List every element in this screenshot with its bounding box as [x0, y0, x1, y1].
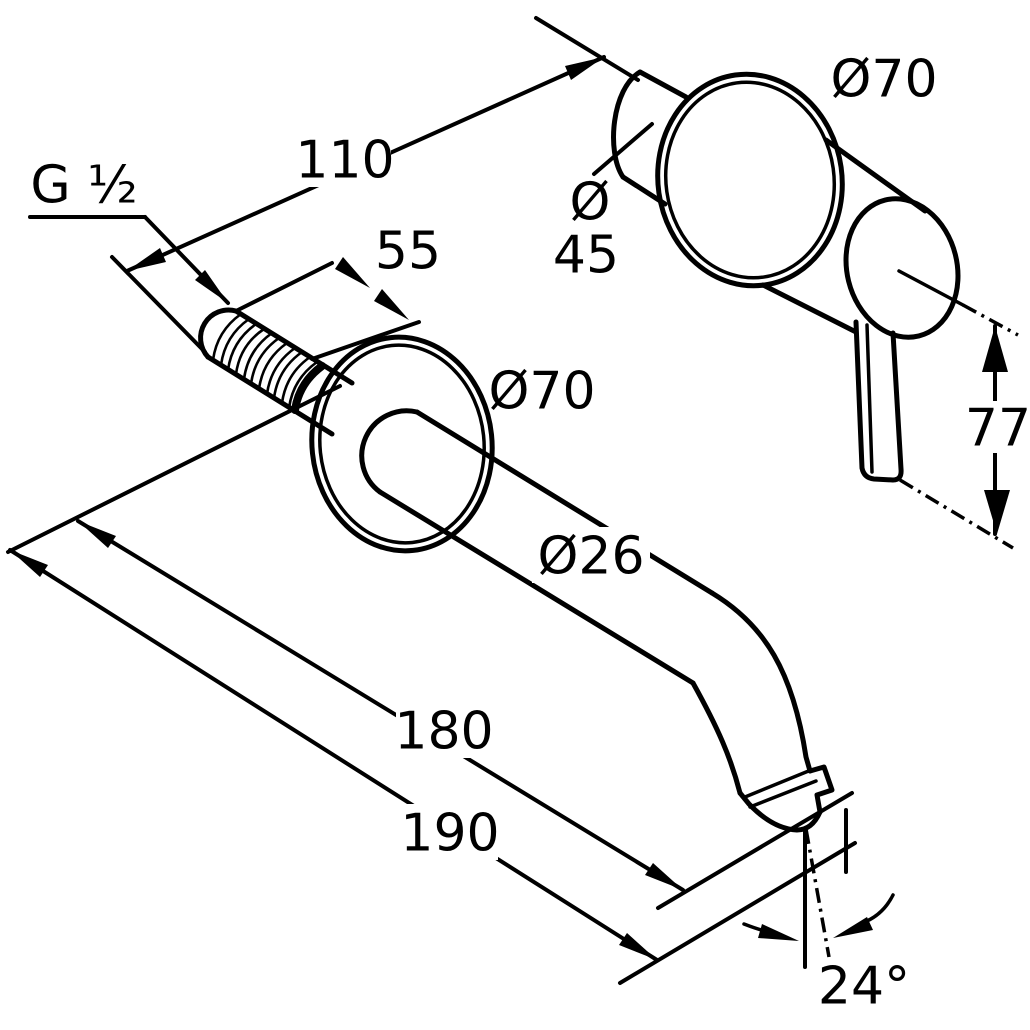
aerator-tip: [737, 764, 835, 833]
valve-body-top-edge: [637, 69, 689, 100]
label-angle-24: 24°: [818, 957, 910, 1017]
dimension-line-180: [76, 519, 685, 892]
handle-lever: [853, 319, 904, 483]
spout-escutcheon-rim: [318, 343, 486, 545]
valve-escutcheon-rim: [663, 80, 837, 280]
dia-label-70-spout: Ø70: [488, 362, 595, 422]
aerator-step: [807, 764, 835, 815]
dimension-graphics: [6, 16, 1014, 985]
arrowhead-angle-right: [833, 917, 873, 938]
dia-label-70-valve: Ø70: [830, 50, 937, 110]
label-dia70-spout: Ø70: [488, 362, 595, 422]
lever-inner-line: [865, 323, 874, 474]
ext-line-lever-bottom: [899, 478, 1014, 550]
aerator-ring-2: [748, 779, 818, 809]
label-110: 110: [295, 131, 394, 191]
dim-label-190: 190: [400, 804, 499, 864]
dimension-labels: G ½ 110 55 Ø70 Ø 45 Ø70 Ø26 77: [30, 50, 1030, 1017]
dim-label-55: 55: [375, 222, 441, 282]
tube-outer-curve: [709, 590, 813, 774]
arrowhead-angle-left: [758, 924, 799, 941]
arrowhead-190-left: [10, 550, 48, 577]
label-180-mask: [396, 702, 492, 758]
label-dia26-mask: [532, 527, 650, 583]
handle-cylinder-bottom: [760, 282, 859, 335]
arrowhead-55-second: [374, 289, 409, 320]
thread-end-band: [291, 362, 326, 414]
pipe-end-cap: [198, 307, 239, 360]
arrowhead-110-right: [565, 57, 604, 80]
valve-assembly: [611, 69, 1019, 483]
tube-inner-curve: [690, 680, 743, 796]
valve-body-back-cap: [611, 69, 643, 180]
face-axis-line: [897, 269, 965, 307]
aerator-ring-1: [743, 768, 813, 799]
thread-hatching: [211, 312, 326, 414]
tube-top-edge: [414, 409, 715, 596]
label-dia70-valve: Ø70: [830, 50, 937, 110]
arrowhead-190-right: [619, 933, 657, 960]
label-180: 180: [394, 702, 493, 762]
dia-label-26: Ø26: [537, 527, 644, 587]
axis-extension-dashdot: [962, 303, 1019, 337]
label-77: 77: [965, 399, 1030, 459]
handle-front-face: [843, 196, 961, 340]
label-thread: G ½: [30, 156, 137, 216]
dimension-line-190: [8, 548, 659, 962]
label-110-mask: [299, 131, 391, 187]
arrowhead-180-left: [78, 521, 116, 548]
spout-assembly: [198, 307, 835, 833]
dia45-leader-line: [592, 122, 654, 176]
tube-bottom-edge: [377, 489, 696, 686]
ext-line-wall-plane: [6, 384, 342, 554]
valve-escutcheon-outer: [655, 71, 845, 289]
tube-root-cap: [359, 408, 420, 495]
arrowhead-110-left: [127, 248, 166, 271]
ext-line-thread-end: [310, 320, 421, 361]
label-dia45: Ø 45: [553, 173, 619, 286]
dim-label-110: 110: [295, 131, 394, 191]
outlet-axis-dashdot: [804, 828, 831, 958]
label-dia26: Ø26: [532, 527, 650, 587]
thread-leader-arrowhead: [195, 270, 228, 303]
arrowhead-77-top: [982, 326, 1008, 372]
dia-label-45-symbol: Ø: [570, 173, 611, 233]
arrowhead-77-bottom: [984, 490, 1010, 534]
arrowhead-55-first: [335, 257, 370, 288]
angle-label-24: 24°: [818, 957, 910, 1017]
dim-label-77: 77: [965, 399, 1030, 459]
thread-size-label: G ½: [30, 156, 137, 216]
ext-line-spout-tip: [656, 791, 854, 910]
threaded-pipe: [198, 307, 355, 437]
label-55: 55: [375, 222, 441, 282]
dim-label-180: 180: [394, 702, 493, 762]
dia-label-45-value: 45: [553, 226, 619, 286]
tip-bottom-face: [737, 790, 823, 833]
spout-escutcheon-outer: [309, 334, 495, 554]
arrowhead-180-right: [645, 863, 683, 890]
ext-line-spout-outermost: [618, 841, 857, 985]
label-190: 190: [400, 804, 499, 864]
label-77-mask: [966, 401, 1030, 453]
angle-arrow-right-tail: [865, 893, 895, 923]
lever-outline: [853, 319, 904, 483]
label-190-mask: [402, 804, 498, 860]
ext-line-thread-start: [234, 261, 334, 313]
spout-tube: [359, 408, 835, 833]
ext-line-pipe-far-end: [534, 16, 640, 82]
